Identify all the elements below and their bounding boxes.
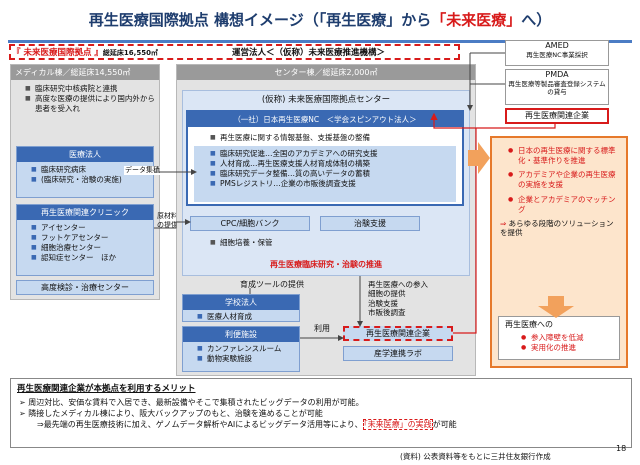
school-box: 学校法人 医療人材育成 xyxy=(182,294,300,322)
project-header: 『 未来医療国際拠点 』総延床16,550㎡ xyxy=(12,48,158,58)
medical-head: メディカル棟／総延床14,550㎡ xyxy=(11,65,159,80)
cell-list: 細胞培養・保管 xyxy=(210,238,310,248)
medical-list: 臨床研究中核病院と連携 高度な医療の提供により国内外から患者を受入れ xyxy=(25,84,155,114)
operator-label: 運営法人＜（仮称）未来医療推進機構＞ xyxy=(232,48,386,58)
medical-corp-box: 医療法人 臨床研究病床(臨床研究・治験の実施) xyxy=(16,146,154,198)
title-underline xyxy=(8,40,632,43)
promo-label: 再生医療臨床研究・治験の推進 xyxy=(270,260,382,269)
tool-label: 育成ツールの提供 xyxy=(240,280,304,289)
lab-box: 産学連携ラボ xyxy=(343,346,453,361)
source-note: (資料) 公表資料等をもとに三井住友銀行作成 xyxy=(400,452,551,461)
nc-sub-box: 臨床研究促進…全国のアカデミアへの研究支援 人材育成…再生医療支援人材育成体制の… xyxy=(194,146,456,202)
material-label: 原材料の提供 xyxy=(157,212,178,229)
related-company-right: 再生医療関連企業 xyxy=(505,108,609,124)
participation-list: 再生医療への参入細胞の提供治験支援市販後調査 xyxy=(368,280,428,318)
page-title: 再生医療国際拠点 構想イメージ（「再生医療」から「未来医療」へ） xyxy=(88,11,552,29)
clinic-box: 再生医療関連クリニック アイセンター フットケアセンター 細胞治療センター 認知… xyxy=(16,204,154,276)
use-label: 利用 xyxy=(314,324,330,333)
result-box: 再生医療への 参入障壁を低減実用化の推進 xyxy=(498,316,620,360)
page-number: 18 xyxy=(616,444,627,453)
company-box: 再生医療関連企業 xyxy=(343,326,453,341)
merit-box: 再生医療関連企業が本拠点を利用するメリット ➢ 周辺対比、安価な賃料で入居でき、… xyxy=(10,378,632,448)
data-label: データ集積 xyxy=(124,166,161,175)
advanced-center: 高度検診・治療センター xyxy=(16,280,154,295)
facility-box: 利便施設 カンファレンスルーム動物実験施設 xyxy=(182,326,300,372)
trial-box: 治験支援 xyxy=(320,216,420,231)
project-frame xyxy=(9,44,460,60)
